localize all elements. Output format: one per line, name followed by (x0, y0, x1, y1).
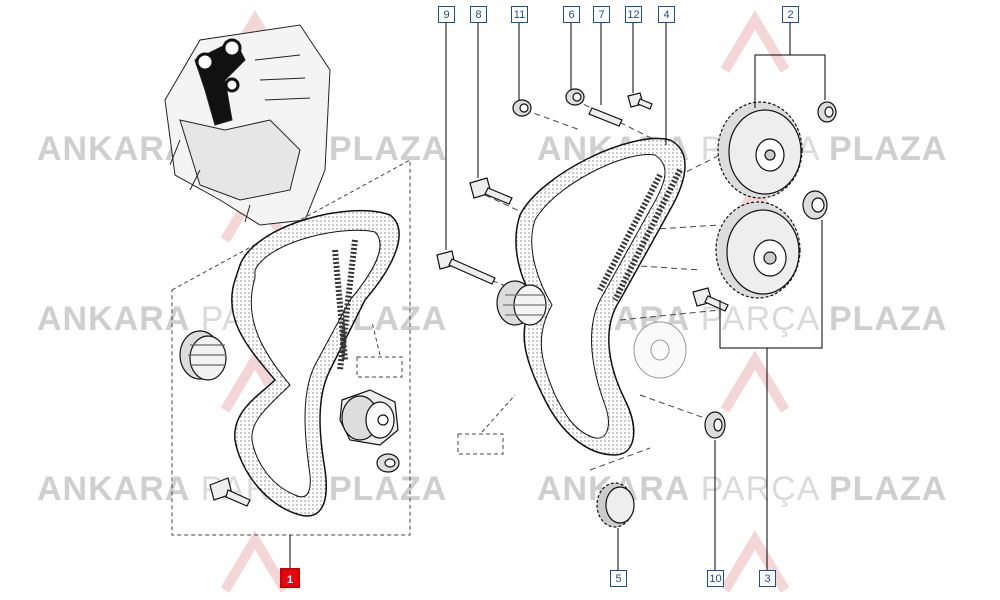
watermark-word-ankara: ANKARA (37, 300, 191, 338)
callout-12: 12 (625, 6, 642, 23)
callout-1-kit: 1 (280, 568, 300, 588)
watermark-word-plaza: PLAZA (328, 130, 448, 168)
kit-boundary-dashed-box (171, 159, 411, 536)
callout-6: 6 (563, 6, 580, 23)
idler-pulley-right (496, 280, 547, 326)
callout-9: 9 (438, 6, 455, 23)
ap-logo (220, 530, 290, 593)
callout-leader-lines (289, 22, 826, 570)
ap-logo (720, 10, 790, 73)
nut-left (376, 453, 400, 473)
callout-4: 4 (658, 6, 675, 23)
nut-6 (565, 88, 585, 106)
watermark-word-plaza: PLAZA (828, 300, 948, 338)
bolt-8 (469, 177, 513, 205)
detail-frame-right (457, 433, 504, 455)
bolt-3 (692, 287, 729, 312)
camshaft-sprocket-upper (717, 101, 803, 199)
callout-7: 7 (593, 6, 610, 23)
watermark-word-ankara: ANKARA (37, 470, 191, 508)
timing-belt-left (230, 209, 400, 517)
watermark-word-parca: PARÇA (700, 470, 819, 508)
timing-belt-right (515, 137, 686, 456)
seal-ring-3 (802, 190, 828, 220)
ap-logo (720, 350, 790, 413)
seal-ring-2 (817, 101, 837, 123)
leader-line (481, 394, 516, 433)
bushing-10 (704, 411, 726, 439)
callout-8: 8 (470, 6, 487, 23)
callout-3: 3 (759, 570, 776, 587)
callout-10: 10 (707, 570, 724, 587)
watermark-word-ankara: ANKARA (37, 130, 191, 168)
bolt-left (209, 477, 251, 507)
leader-line (371, 321, 381, 356)
engine-block-illustration (164, 24, 331, 226)
long-bolt-9 (436, 250, 496, 285)
ap-logo (720, 530, 790, 593)
callout-2: 2 (782, 6, 799, 23)
callout-11: 11 (511, 6, 528, 23)
callout-5: 5 (610, 570, 627, 587)
watermark-word-plaza: PLAZA (828, 130, 948, 168)
watermark-word-plaza: PLAZA (828, 470, 948, 508)
camshaft-sprocket-lower (715, 201, 801, 299)
tensioner-pulley-left (339, 389, 399, 446)
stud-7 (588, 107, 623, 127)
nut-11 (512, 99, 532, 117)
idler-pulley-left (179, 330, 227, 381)
bolt-12 (627, 92, 653, 110)
crankshaft-sprocket-5 (596, 482, 635, 528)
water-pump-pulley (633, 321, 687, 379)
detail-frame-small (356, 356, 403, 378)
watermark-word-plaza: PLAZA (328, 470, 448, 508)
